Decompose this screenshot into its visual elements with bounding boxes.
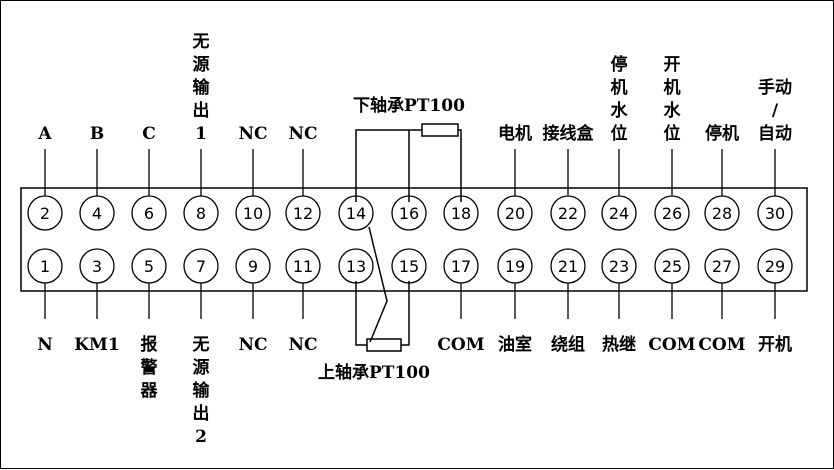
terminal-number: 18	[451, 204, 471, 223]
terminal-number: 5	[144, 257, 154, 276]
terminal-label: NC	[288, 124, 317, 144]
terminal-label: N	[37, 335, 53, 355]
terminal-number: 21	[558, 257, 578, 276]
lower-bearing-wiring	[355, 226, 410, 352]
terminal-number: 3	[92, 257, 102, 276]
terminal-number: 29	[765, 257, 785, 276]
terminal-4: 4B	[79, 124, 115, 231]
terminal-2: 2A	[27, 124, 63, 231]
terminal-number: 1	[40, 257, 50, 276]
terminal-label: 开机	[758, 334, 792, 355]
terminal-number: 22	[558, 204, 578, 223]
terminal-number: 11	[293, 257, 313, 276]
terminal-10: 10 NC	[235, 124, 271, 231]
terminal-5: 5 报警器	[131, 248, 167, 401]
terminal-number: 20	[505, 204, 525, 223]
terminal-label: 热继	[602, 334, 636, 355]
terminal-label: NC	[288, 335, 317, 355]
terminal-30: 30 手动/自动	[757, 77, 793, 231]
terminal-number: 24	[609, 204, 629, 223]
terminal-label: 电机	[498, 123, 532, 144]
terminal-number: 27	[712, 257, 732, 276]
terminal-21: 21 绕组	[550, 248, 586, 355]
terminal-number: 6	[144, 204, 154, 223]
terminal-block	[20, 187, 808, 292]
terminal-24: 24 停机水位	[601, 54, 637, 231]
terminal-number: 4	[92, 204, 102, 223]
terminal-label: A	[37, 124, 52, 144]
terminal-label: 油室	[498, 334, 532, 355]
terminal-number: 12	[293, 204, 313, 223]
terminal-12: 12 NC	[285, 124, 321, 231]
terminal-number: 9	[248, 257, 258, 276]
terminal-label: NC	[238, 335, 267, 355]
terminal-number: 14	[346, 204, 366, 223]
terminal-label: KM1	[74, 335, 119, 355]
terminal-23: 23 热继	[601, 248, 637, 355]
terminal-22: 22 接线盒	[543, 123, 595, 231]
terminal-28: 28 停机	[704, 123, 740, 231]
terminal-number: 13	[346, 257, 366, 276]
terminal-label: NC	[238, 124, 267, 144]
terminal-number: 23	[609, 257, 629, 276]
terminal-9: 9NC	[235, 248, 271, 355]
terminal-20: 20 电机	[497, 123, 533, 231]
terminal-26: 26 开机水位	[654, 55, 690, 231]
terminal-15: 15	[391, 248, 427, 284]
terminal-19: 19 油室	[497, 248, 533, 355]
upper-bearing-label: 下轴承PT100	[353, 95, 465, 116]
terminal-number: 28	[712, 204, 732, 223]
terminal-label: COM	[648, 335, 695, 355]
terminal-13: 13	[338, 248, 374, 284]
terminal-number: 30	[765, 204, 785, 223]
terminal-label: C	[142, 124, 156, 144]
terminal-number: 26	[662, 204, 682, 223]
terminal-6: 6C	[131, 124, 167, 231]
terminal-1: 1N	[27, 248, 63, 355]
terminal-label: COM	[437, 335, 484, 355]
terminal-label: 停机水位	[611, 54, 629, 144]
terminal-number: 8	[196, 204, 206, 223]
terminal-label: 停机	[705, 123, 739, 144]
terminal-label: COM	[698, 335, 745, 355]
terminal-18: 18	[443, 195, 479, 231]
upper-bearing-wiring	[355, 123, 462, 202]
terminal-number: 10	[243, 204, 263, 223]
lower-bearing-pt100-resistor	[366, 338, 402, 352]
terminal-14: 14	[338, 195, 374, 231]
terminal-label: 报警器	[140, 334, 159, 401]
terminal-number: 7	[196, 257, 206, 276]
terminal-number: 16	[399, 204, 419, 223]
terminal-label: 绕组	[551, 334, 585, 355]
lower-bearing-label: 上轴承PT100	[318, 362, 430, 383]
terminal-number: 2	[40, 204, 50, 223]
terminal-label: B	[90, 124, 104, 144]
terminal-number: 19	[505, 257, 525, 276]
terminal-29: 29 开机	[757, 248, 793, 355]
terminal-label: 开机水位	[664, 55, 682, 144]
terminal-label: 手动/自动	[758, 77, 792, 144]
terminal-number: 15	[399, 257, 419, 276]
terminal-number: 17	[451, 257, 471, 276]
terminal-label: 接线盒	[543, 123, 595, 144]
upper-bearing-pt100-resistor	[421, 123, 459, 137]
terminal-number: 25	[662, 257, 682, 276]
